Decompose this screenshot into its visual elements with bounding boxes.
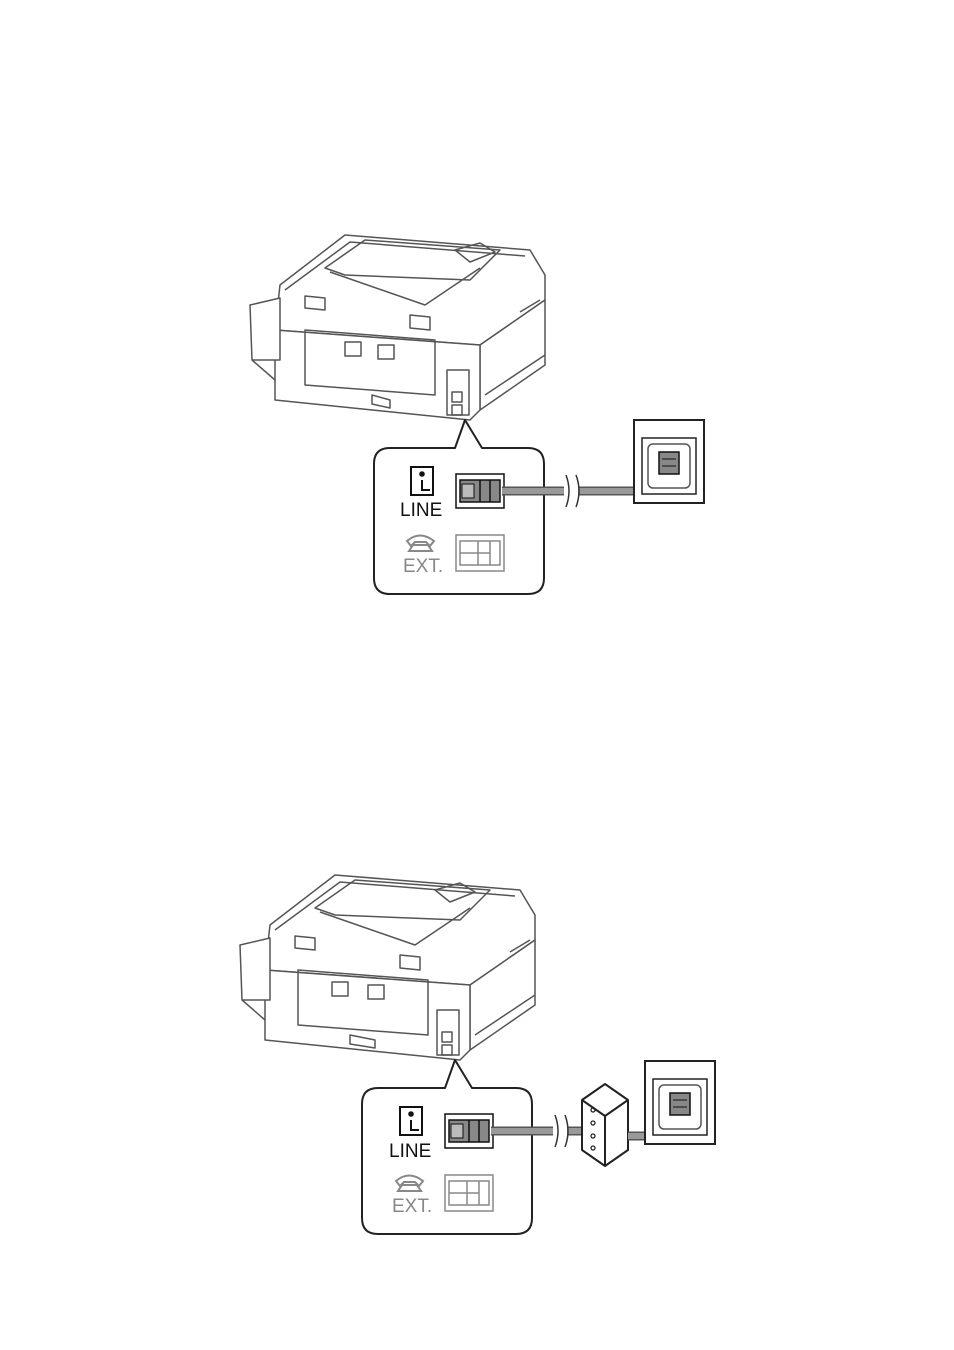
- dsl-filter-icon: [582, 1084, 628, 1166]
- wall-jack-icon: [634, 420, 704, 503]
- diagram-canvas: LINE EXT.: [0, 0, 954, 650]
- printer-icon: [240, 875, 535, 1060]
- figure-direct-connection: LINE EXT.: [0, 0, 954, 650]
- printer-icon: [250, 235, 545, 420]
- diagram-canvas: LINE: [0, 650, 954, 1350]
- line-port-socket: [456, 474, 504, 508]
- ext-label: EXT.: [403, 556, 443, 577]
- line-port-socket: [445, 1114, 493, 1148]
- line-label: LINE: [389, 1141, 431, 1162]
- line-label: LINE: [400, 500, 442, 521]
- figure-dsl-connection: LINE: [0, 650, 954, 1350]
- wall-jack-icon: [645, 1061, 715, 1144]
- ext-label: EXT.: [392, 1196, 432, 1217]
